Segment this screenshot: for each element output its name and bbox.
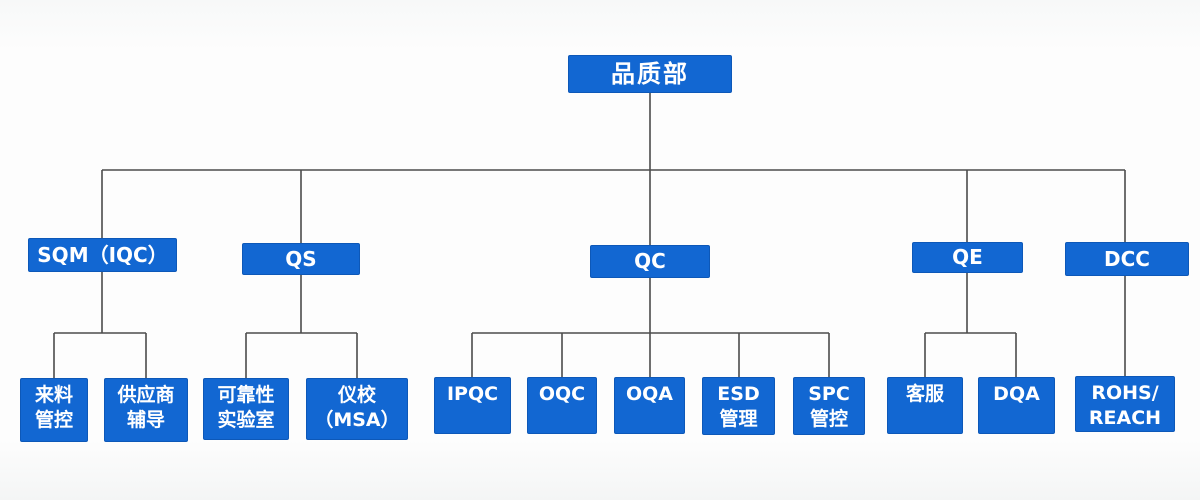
- node-dqa: DQA: [978, 377, 1055, 434]
- node-oqa: OQA: [614, 377, 685, 434]
- node-reliability-lab: 可靠性 实验室: [203, 378, 289, 440]
- node-supplier-coaching: 供应商 辅导: [104, 378, 188, 442]
- node-sqm-iqc: SQM（IQC）: [28, 238, 177, 272]
- node-qs: QS: [242, 243, 360, 275]
- node-qc: QC: [590, 245, 710, 278]
- node-incoming-material-control: 来料 管控: [20, 378, 88, 442]
- node-spc-control: SPC 管控: [793, 377, 865, 435]
- node-oqc: OQC: [527, 377, 597, 434]
- node-qe: QE: [912, 242, 1023, 273]
- node-esd-management: ESD 管理: [702, 377, 775, 435]
- node-ipqc: IPQC: [434, 377, 511, 434]
- node-instrument-calibration-msa: 仪校 （MSA）: [306, 378, 408, 440]
- node-customer-service: 客服: [887, 377, 963, 434]
- node-quality-department: 品质部: [568, 55, 732, 93]
- node-dcc: DCC: [1065, 242, 1189, 276]
- node-rohs-reach: ROHS/ REACH: [1075, 376, 1175, 432]
